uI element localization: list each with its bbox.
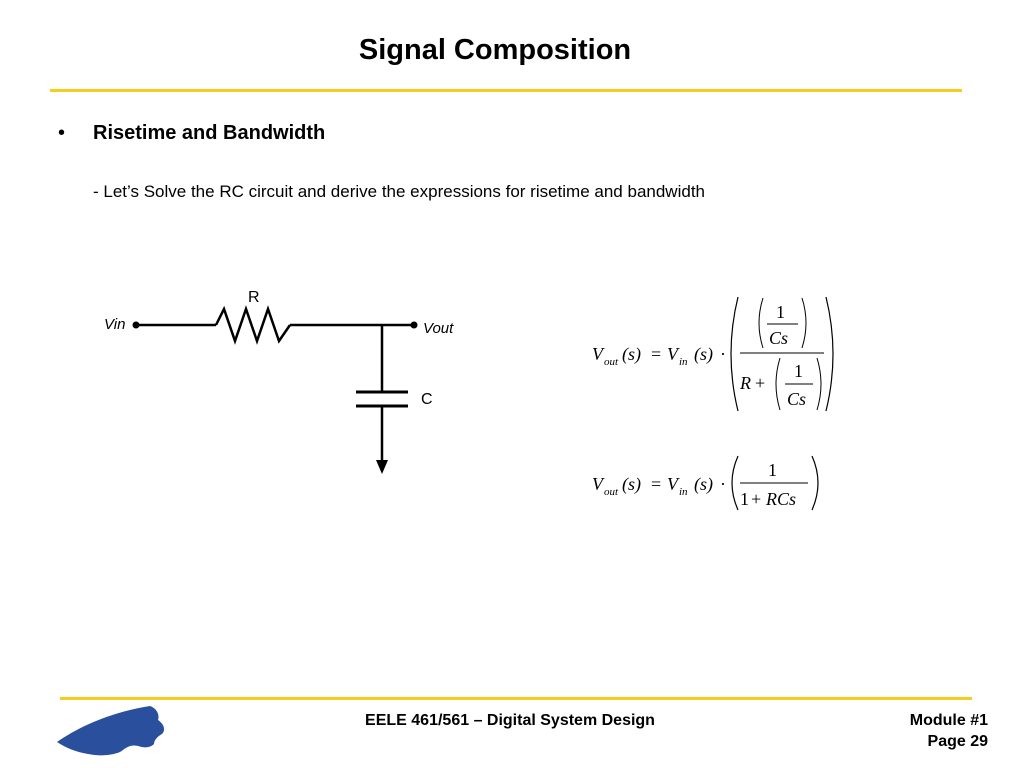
- input-node: [132, 321, 140, 329]
- bullet-marker: •: [58, 122, 66, 144]
- eq1-equals: =: [651, 344, 661, 364]
- eq1-lhs-sub: out: [604, 356, 619, 368]
- eq1-lhs-arg: (s): [622, 344, 641, 365]
- title-divider: [50, 89, 962, 92]
- eq1-den-r: R: [739, 373, 751, 393]
- eq1-rhs-arg: (s): [694, 344, 713, 365]
- eq1-den-one: 1: [794, 361, 803, 381]
- slide-title: Signal Composition: [358, 34, 632, 66]
- footer-course-title: EELE 461/561 – Digital System Design: [365, 712, 655, 729]
- eq1-den-paren-left: [775, 357, 781, 411]
- eq2-rhs-sub: in: [679, 486, 688, 498]
- eq1-den-cs: Cs: [787, 389, 806, 409]
- eq2-paren-left: [731, 455, 739, 511]
- resistor-label: R: [248, 289, 260, 306]
- eq1-lhs-v: V: [592, 344, 605, 364]
- eq1-den-paren-right: [816, 357, 822, 411]
- footer-page-number: Page 29: [927, 733, 988, 750]
- footer-module-info: Module #1 Page 29: [910, 710, 988, 752]
- eq2-den-rcs: RCs: [765, 489, 796, 509]
- output-node: [410, 321, 418, 329]
- eq1-rhs-sub: in: [679, 356, 688, 368]
- eq1-rhs-v: V: [667, 344, 680, 364]
- eq1-dot: ·: [720, 344, 726, 364]
- eq1-num-cs: Cs: [769, 328, 788, 348]
- resistor-symbol: [214, 305, 292, 345]
- eq2-rhs-v: V: [667, 474, 680, 494]
- footer-module-number: Module #1: [909, 712, 988, 729]
- eq2-rhs-arg: (s): [694, 474, 713, 495]
- eq1-num-one: 1: [776, 302, 785, 322]
- ground-arrow-icon: [376, 460, 388, 474]
- eq2-dot: ·: [720, 474, 726, 494]
- vin-label: Vin: [104, 316, 125, 333]
- section-subtext: - Let’s Solve the RC circuit and derive …: [93, 182, 705, 201]
- capacitor-label: C: [421, 391, 433, 408]
- vout-label: Vout: [423, 320, 454, 337]
- eq2-lhs-v: V: [592, 474, 605, 494]
- eq2-num-one: 1: [768, 460, 777, 480]
- eq1-big-paren-right: [825, 296, 834, 412]
- eq1-num-paren-left: [758, 297, 764, 349]
- eq2-equals: =: [651, 474, 661, 494]
- footer-divider: [60, 697, 972, 700]
- section-heading: Risetime and Bandwidth: [93, 122, 326, 144]
- eq2-lhs-sub: out: [604, 486, 619, 498]
- eq1-num-paren-right: [801, 297, 807, 349]
- eq2-lhs-arg: (s): [622, 474, 641, 495]
- eq2-paren-right: [811, 455, 819, 511]
- eq2-den-one: 1: [740, 489, 749, 509]
- eq1-den-plus: +: [755, 373, 765, 393]
- eq2-den-plus: +: [751, 489, 761, 509]
- eq1-big-paren-left: [730, 296, 739, 412]
- logo-silhouette: [57, 706, 165, 756]
